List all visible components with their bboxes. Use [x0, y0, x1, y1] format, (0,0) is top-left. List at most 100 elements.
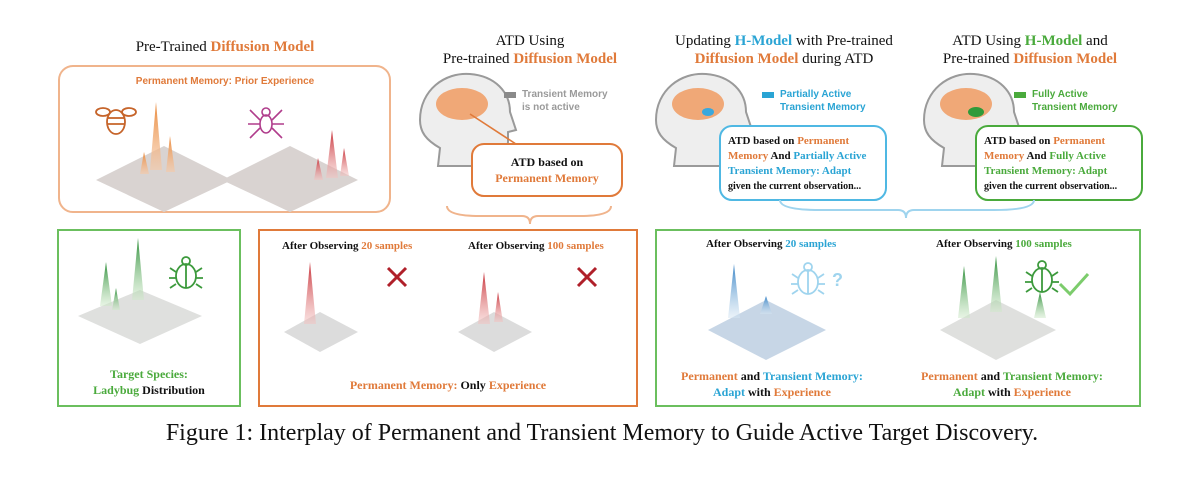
ladybug-icon [791, 262, 825, 295]
bubble-text: And [768, 150, 794, 162]
title-line: ATD Using [495, 33, 565, 49]
adapt-footer: Permanent and Transient Memory: Adapt wi… [912, 368, 1112, 400]
bubble-text: Memory [728, 150, 769, 162]
bubble-text: Partially Active [793, 150, 867, 162]
obs-count: 20 samples [361, 240, 413, 252]
panel4-title: ATD Using H-Model and Pre-trained Diffus… [920, 32, 1140, 68]
density-peak [304, 262, 316, 324]
footer-text: Experience [488, 378, 547, 392]
obs-text: After Observing [706, 238, 786, 250]
panel1-title: Pre-Trained Diffusion Model [60, 38, 390, 56]
bubble-text: Permanent [797, 135, 850, 147]
atd-bubble-text: ATD based on Permanent Memory And Fully … [984, 134, 1138, 194]
transient-memory-box [655, 229, 1141, 407]
footer-text: Transient Memory: [762, 369, 863, 383]
bubble-line: Permanent Memory [495, 171, 599, 185]
bubble-text: Transient Memory: Adapt [984, 165, 1108, 177]
obs-text: After Observing [468, 240, 548, 252]
footer-text: Permanent [921, 369, 978, 383]
density-peak [760, 296, 772, 314]
transient-legend: Fully Active Transient Memory [1032, 88, 1118, 114]
surface-plot [222, 146, 358, 212]
bubble-text: And [1024, 150, 1050, 162]
density-peak [958, 266, 970, 318]
title-text: Pre-trained [442, 51, 514, 67]
bubble-text: ATD based on [984, 135, 1054, 147]
density-peak [494, 292, 503, 322]
title-highlight: Diffusion Model [694, 51, 799, 67]
footer-text: with [985, 385, 1014, 399]
surface-plot [458, 312, 532, 352]
footer-text: Adapt [712, 385, 745, 399]
obs-count: 100 samples [547, 240, 604, 252]
title-text: Pre-trained [942, 51, 1014, 67]
figure-caption: Figure 1: Interplay of Permanent and Tra… [165, 420, 1039, 446]
atd-bubble-text: ATD based on Permanent Memory And Partia… [728, 134, 882, 194]
obs-label: After Observing 100 samples [468, 240, 604, 252]
bubble-text: ATD based on [728, 135, 798, 147]
cross-icon [386, 266, 598, 288]
obs-text: After Observing [282, 240, 362, 252]
legend-text: Partially Active [780, 89, 852, 100]
title-text: Pre-Trained [135, 39, 211, 55]
title-highlight: Diffusion Model [513, 51, 618, 67]
surface-plot [284, 312, 358, 352]
obs-count: 100 samples [1015, 238, 1072, 250]
brace [779, 199, 1035, 219]
bubble-text: Permanent [1053, 135, 1106, 147]
density-peak [990, 256, 1002, 312]
obs-count: 20 samples [785, 238, 837, 250]
obs-text: After Observing [936, 238, 1016, 250]
title-text: and [1082, 33, 1108, 49]
bubble-text: Memory [984, 150, 1025, 162]
head-icon [418, 72, 518, 167]
title-highlight: Diffusion Model [1013, 51, 1118, 67]
bubble-text: given the current observation... [984, 181, 1118, 192]
title-highlight: H-Model [1024, 33, 1083, 49]
brace [446, 205, 612, 225]
title-text: with Pre-trained [792, 33, 893, 49]
adapt-footer: Permanent and Transient Memory: Adapt wi… [672, 368, 872, 400]
density-peak [140, 152, 149, 174]
prior-experience-label: Permanent Memory: Prior Experience [135, 76, 315, 87]
footer-text: Permanent [681, 369, 738, 383]
density-peak [340, 148, 349, 176]
legend-text: Transient Memory [1032, 102, 1118, 113]
obs-label: After Observing 20 samples [706, 238, 836, 250]
label-text: Ladybug [93, 383, 140, 397]
bubble-line: ATD based on [510, 155, 584, 169]
panel2-title: ATD Using Pre-trained Diffusion Model [420, 32, 640, 68]
label-line: Target Species: [110, 367, 188, 381]
bubble-text: Fully Active [1049, 150, 1106, 162]
ladybug-icon [1025, 260, 1059, 293]
surface-plot [96, 146, 232, 212]
permanent-memory-footer: Permanent Memory: Only Experience [259, 378, 637, 393]
footer-text: and [737, 369, 763, 383]
atd-bubble [471, 143, 623, 197]
density-peak [132, 238, 144, 300]
footer-text: Experience [1013, 385, 1071, 399]
transient-legend: Partially Active Transient Memory [780, 88, 866, 114]
target-species-label: Target Species: Ladybug Distribution [58, 366, 240, 398]
obs-label: After Observing 20 samples [282, 240, 412, 252]
obs-label: After Observing 100 samples [936, 238, 1072, 250]
bee-icon [95, 107, 137, 135]
title-highlight: Diffusion Model [210, 39, 315, 55]
bubble-text: given the current observation... [728, 181, 862, 192]
density-peak [478, 272, 490, 324]
title-highlight: H-Model [734, 33, 793, 49]
density-peak [728, 264, 740, 318]
prior-experience-box [58, 65, 391, 213]
atd-bubble [975, 125, 1143, 201]
atd-bubble-text: ATD based on Permanent Memory [472, 154, 622, 186]
title-text: during ATD [798, 51, 874, 67]
footer-text: Only [457, 378, 489, 392]
atd-bubble [719, 125, 887, 201]
density-peak [1034, 292, 1046, 318]
footer-text: Transient Memory: [1002, 369, 1103, 383]
density-peak [112, 288, 120, 310]
ladybug-icon [169, 256, 203, 289]
density-peak [314, 158, 323, 180]
title-text: Updating [675, 33, 735, 49]
density-peak [166, 136, 175, 172]
